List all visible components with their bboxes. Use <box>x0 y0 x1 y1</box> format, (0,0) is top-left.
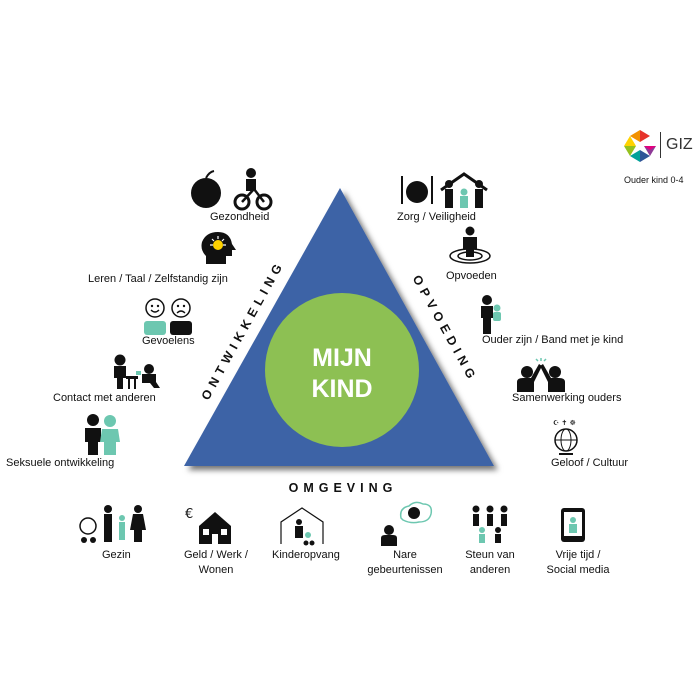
health-icon <box>191 168 273 211</box>
bottom-item-gezin: Gezin <box>102 549 131 561</box>
left-item-leren: Leren / Taal / Zelfstandig zijn <box>88 273 228 285</box>
family-icon <box>79 505 146 543</box>
brain-head-icon <box>201 232 236 264</box>
bottom-item-vrije-line2: Social media <box>546 564 610 576</box>
support-group-icon <box>472 505 508 543</box>
right-item-geloof: Geloof / Cultuur <box>551 457 629 469</box>
emotions-icon <box>144 298 192 335</box>
giz-logo: GIZ <box>622 128 697 178</box>
right-item-opvoeden: Opvoeden <box>446 270 497 282</box>
center-text-line1: MIJN <box>312 344 372 372</box>
sad-thought-icon <box>381 501 433 546</box>
bottom-item-geld-line2: Wonen <box>198 564 234 576</box>
children-playing-icon <box>114 354 160 389</box>
bottom-item-geld-line1: Geld / Werk / <box>184 549 248 561</box>
logo-subtitle: Ouder kind 0-4 <box>624 175 684 185</box>
bottom-item-steun-line2: anderen <box>469 564 511 576</box>
money-house-icon: € <box>185 507 231 544</box>
parent-child-icon <box>481 295 501 334</box>
smartphone-icon <box>561 508 585 542</box>
bottom-item-steun-line1: Steun van <box>465 549 515 561</box>
left-item-gezondheid: Gezondheid <box>210 211 270 223</box>
left-item-gevoelens: Gevoelens <box>142 335 195 347</box>
center-text-line2: KIND <box>311 375 372 403</box>
bottom-item-nare-line1: Nare <box>393 549 417 561</box>
bottom-item-kinderopvang: Kinderopvang <box>272 549 340 561</box>
bottom-item-nare-line2: gebeurtenissen <box>367 564 443 576</box>
side-label-omgeving: OMGEVING <box>288 481 398 495</box>
right-item-samenwerking: Samenwerking ouders <box>512 392 622 404</box>
bottom-item-vrije-line1: Vrije tijd / <box>555 549 601 561</box>
parenting-icon <box>449 226 491 264</box>
right-item-zorg: Zorg / Veiligheid <box>397 211 476 223</box>
cooperation-icon <box>517 358 565 392</box>
daycare-icon <box>280 507 324 546</box>
center-circle <box>265 293 419 447</box>
svg-text:€: € <box>185 507 193 522</box>
globe-symbols-icon: ☪ ✝ ☸ <box>553 419 578 455</box>
giz-logo-text: GIZ <box>666 136 693 153</box>
boy-girl-icon <box>85 414 120 455</box>
left-item-contact: Contact met anderen <box>53 392 156 404</box>
svg-text:☪ ✝ ☸: ☪ ✝ ☸ <box>553 419 576 427</box>
left-item-seksuele: Seksuele ontwikkeling <box>6 457 115 469</box>
right-item-ouder-zijn: Ouder zijn / Band met je kind <box>482 334 624 346</box>
care-safety-icon <box>401 172 488 208</box>
giz-logo-icon <box>624 130 656 162</box>
